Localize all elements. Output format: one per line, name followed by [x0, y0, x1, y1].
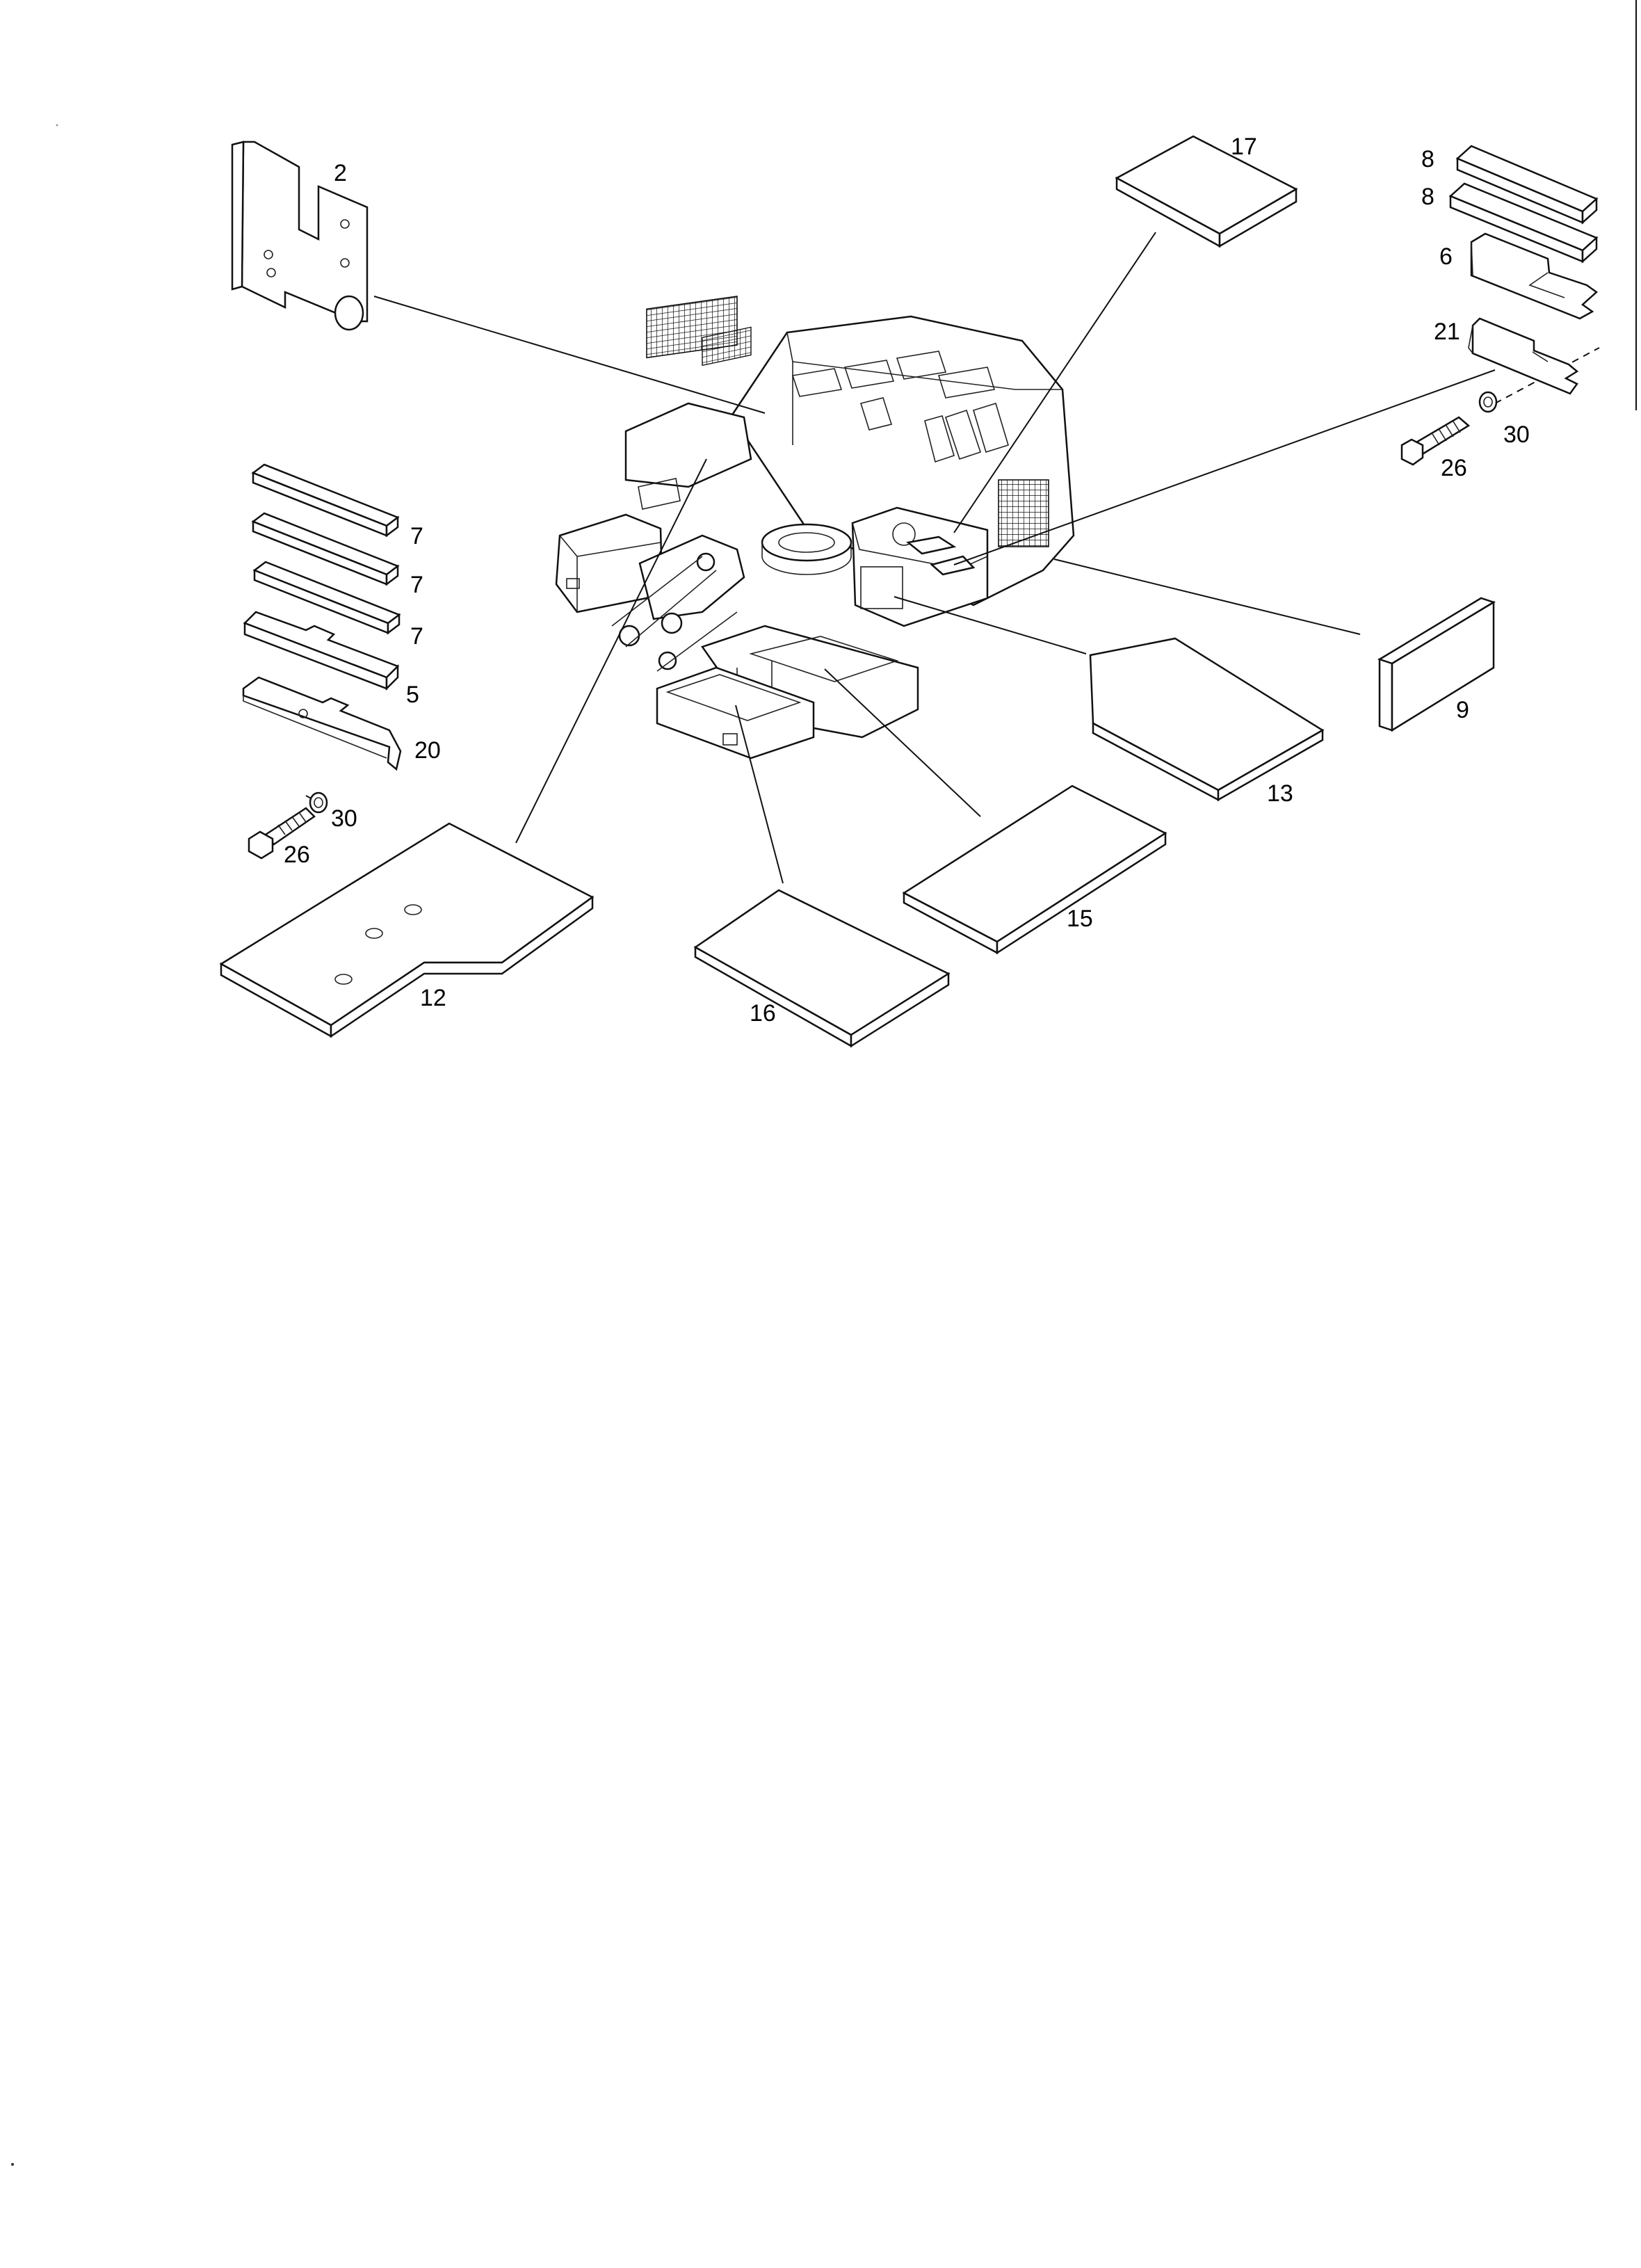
scan-speck	[11, 2163, 14, 2166]
callout-7-c: 7	[410, 623, 423, 650]
part-8-strip-lower	[1448, 182, 1599, 264]
part-5-strip	[243, 611, 400, 691]
callout-30-right: 30	[1503, 421, 1530, 448]
callout-2: 2	[334, 160, 347, 186]
callout-17: 17	[1231, 134, 1257, 160]
leader-16	[735, 705, 784, 884]
part-2-hole	[340, 258, 350, 268]
leader-13	[894, 596, 1087, 654]
callout-6: 6	[1439, 243, 1453, 270]
scan-speck	[56, 124, 58, 127]
leader-2	[373, 296, 766, 414]
callout-8-lower: 8	[1421, 184, 1434, 210]
callout-8-upper: 8	[1421, 146, 1434, 172]
centerline-left	[305, 795, 328, 807]
part-7-strip-c	[252, 561, 401, 635]
part-30-washer-right	[1478, 391, 1498, 413]
part-2-large-hole	[334, 295, 364, 331]
callout-21: 21	[1434, 319, 1460, 345]
part-26-bolt-left	[248, 807, 316, 860]
part-21-bracket	[1468, 317, 1579, 395]
part-30-washer-left	[309, 791, 328, 814]
callout-7-b: 7	[410, 572, 423, 598]
part-13-plate	[1089, 637, 1325, 802]
callout-30-left: 30	[331, 805, 357, 832]
part-2-hole	[340, 219, 350, 229]
part-16-plate	[693, 889, 951, 1048]
callout-12: 12	[420, 985, 446, 1011]
leader-21	[953, 369, 1496, 565]
part-8-strip-upper	[1455, 145, 1599, 225]
callout-26-right: 26	[1441, 455, 1467, 481]
callout-16: 16	[750, 1000, 776, 1027]
part-2-hole	[264, 250, 273, 259]
callout-26-left: 26	[284, 842, 310, 868]
part-20-bracket	[242, 676, 402, 771]
callout-15: 15	[1067, 906, 1093, 932]
machine-body	[555, 296, 1075, 759]
part-12-plate	[219, 822, 595, 1038]
leader-17	[953, 232, 1156, 533]
callout-7-a: 7	[410, 523, 423, 549]
leader-15	[824, 668, 981, 817]
part-9-panel	[1377, 597, 1496, 732]
callout-9: 9	[1456, 697, 1469, 723]
part-15-plate	[902, 785, 1167, 955]
part-26-bolt-right	[1400, 416, 1471, 466]
part-6-bracket	[1470, 232, 1598, 320]
callout-13: 13	[1267, 780, 1293, 807]
leader-lines	[305, 232, 1600, 884]
part-17-pad	[1115, 135, 1298, 248]
callout-20: 20	[414, 737, 441, 764]
part-7-strip-b	[251, 512, 400, 586]
part-2-hole	[266, 268, 276, 278]
part-2-plate	[241, 140, 369, 323]
part-7-strip-a	[251, 463, 400, 538]
leader-12	[515, 458, 707, 844]
part-2-plate-face	[231, 140, 245, 291]
callout-5: 5	[406, 682, 419, 708]
leader-9	[1053, 558, 1361, 635]
